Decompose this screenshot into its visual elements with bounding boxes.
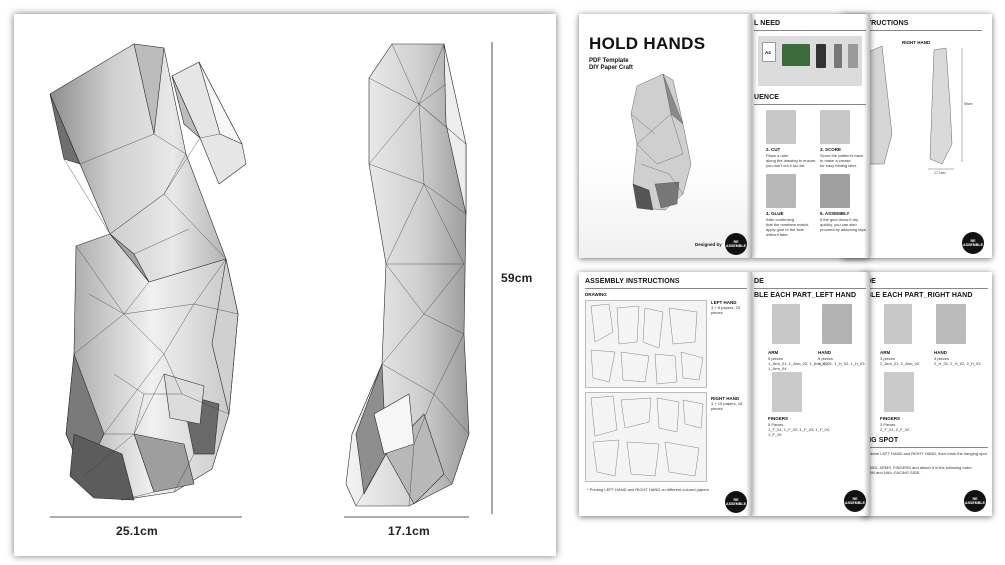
left-hand-text: 3 + 8 papers, 23 pieces	[711, 305, 741, 315]
fingers-text: 3 Pieces 2_F_01, 2_F_02	[880, 422, 910, 432]
page-header-sequence: UENCE	[754, 94, 780, 101]
arm-photo	[884, 304, 912, 344]
fingers-title: FINGERS	[768, 416, 789, 421]
cover-subtitle-1: PDF Template	[589, 58, 629, 64]
fingers-photo	[884, 372, 914, 412]
page-header: DE	[866, 278, 876, 285]
height-label: 59cm	[964, 102, 973, 106]
step-assembly-photo	[820, 174, 850, 208]
width-label: 17.1cm	[934, 171, 946, 175]
step-text: Place a ruler along the drawing to ensur…	[766, 153, 816, 168]
hanging-spot-text-1: ombine LEFT HAND and RIGHT HAND, then ma…	[866, 451, 987, 456]
step-title: 5. ASSEMBLY	[820, 211, 850, 216]
step-title: 2. CUT	[766, 147, 781, 152]
page-assemble-right-hand: DE BLE EACH PART_RIGHT HAND ARM 3 pieces…	[862, 272, 992, 516]
hanging-spot-text-2: HAND, ARMS, FINGERS and attach it in the…	[866, 465, 972, 475]
header-rule	[866, 447, 988, 448]
fingers-title: FINGERS	[880, 416, 901, 421]
page-shadow	[746, 272, 752, 516]
page-assembly-drawing: ASSEMBLY INSTRUCTIONS DRAWING LEFT HAND …	[579, 272, 752, 516]
fingers-text: 5 Pieces 1_F_01, 1_F_02, 1_F_03, 1_F_04,…	[768, 422, 831, 437]
hand-text: 3 pieces 2_H_01, 2_H_02, 2_H_03	[934, 356, 981, 366]
page-materials-sequence: L NEED A4 UENCE 2. CUT Place a ruler alo…	[752, 14, 870, 258]
front-view-figure	[49, 43, 247, 501]
fingers-photo	[772, 372, 802, 412]
page-shadow	[746, 14, 752, 258]
hand-title: HAND	[934, 350, 947, 355]
dimension-card: 25.1cm 17.1cm 59cm	[14, 14, 556, 556]
pattern-pieces	[590, 303, 704, 477]
header-rule	[754, 288, 866, 289]
right-hand-text: 3 + 10 papers, 18 pieces	[711, 401, 743, 411]
step-title: 3. SCORE	[820, 147, 842, 152]
page-shadow	[864, 14, 870, 258]
header-rule	[866, 288, 988, 289]
right-hand-label: RIGHT HAND	[902, 40, 931, 45]
left-hand-pattern-sheet	[585, 300, 707, 388]
page-header: ASSEMBLY INSTRUCTIONS	[585, 278, 680, 285]
hand-sculpture-illustration	[49, 42, 493, 518]
cover-hand-illustration	[630, 73, 692, 211]
side-view-figure	[345, 43, 470, 507]
step-score-photo	[820, 110, 850, 144]
drawing-label: DRAWING	[585, 292, 607, 297]
arm-title: ARM	[880, 350, 891, 355]
page-subheader: BLE EACH PART_LEFT HAND	[754, 292, 857, 299]
page-cover: HOLD HANDS PDF Template DIY Paper Craft …	[579, 14, 752, 258]
step-text: After confirming that the numbers match,…	[766, 217, 810, 237]
cover-subtitle-2: DIY Paper Craft	[589, 65, 633, 71]
front-view-mesh-lines	[63, 133, 239, 501]
step-cut-photo	[766, 110, 796, 144]
step-text: Score the pattern's back to make a creas…	[820, 153, 864, 168]
arm-title: ARM	[768, 350, 779, 355]
side-view-mesh-lines	[351, 43, 470, 507]
page-subheader: BLE EACH PART_RIGHT HAND	[866, 292, 973, 299]
cutter-icon	[834, 44, 842, 68]
glue-icon	[848, 44, 858, 68]
arm-photo	[772, 304, 800, 344]
page-header: DE	[754, 278, 764, 285]
step-text: If the glue doesn't dry quickly, you can…	[820, 217, 868, 232]
designed-by-label: Designed by	[695, 242, 722, 247]
header-rule	[585, 288, 747, 289]
hand-photo	[936, 304, 966, 344]
left-hand-title: LEFT HAND	[711, 300, 737, 305]
arm-text: 3 pieces 2_Arm_01, 2_Arm_02	[880, 356, 920, 366]
cover-title: HOLD HANDS	[589, 34, 706, 53]
hand-title: HAND	[818, 350, 831, 355]
page-shadow	[864, 272, 870, 516]
hand-photo	[822, 304, 852, 344]
arm-text: 5 pieces 1_Arm_01, 1_Arm_02, 1_Arm_03 1_…	[768, 356, 828, 371]
width-right-label: 17.1cm	[388, 524, 430, 538]
width-left-label: 25.1cm	[116, 524, 158, 538]
height-label: 59cm	[501, 271, 533, 285]
a4-paper-icon	[762, 42, 776, 62]
page-header: STRUCTIONS	[862, 20, 909, 27]
header-rule	[862, 30, 982, 31]
hand-text: 5 pieces 1_H_01, 1_H_02, 1_H_03	[818, 356, 865, 366]
step-glue-photo	[766, 174, 796, 208]
step-title: 4. GLUE	[766, 211, 784, 216]
cutting-mat-icon	[782, 44, 810, 66]
hanging-spot-header: NG SPOT	[866, 437, 899, 444]
ruler-icon	[816, 44, 826, 68]
header-rule	[754, 30, 866, 31]
right-hand-title: RIGHT HAND	[711, 396, 740, 401]
printing-footnote: * Printing LEFT HAND and RIGHT HAND on d…	[587, 487, 709, 492]
header-rule	[754, 104, 866, 105]
page-assemble-left-hand: DE BLE EACH PART_LEFT HAND ARM 5 pieces …	[752, 272, 870, 516]
page-header-materials: L NEED	[754, 20, 781, 27]
a4-label: A4	[765, 50, 771, 55]
right-hand-pattern-sheet	[585, 392, 707, 482]
